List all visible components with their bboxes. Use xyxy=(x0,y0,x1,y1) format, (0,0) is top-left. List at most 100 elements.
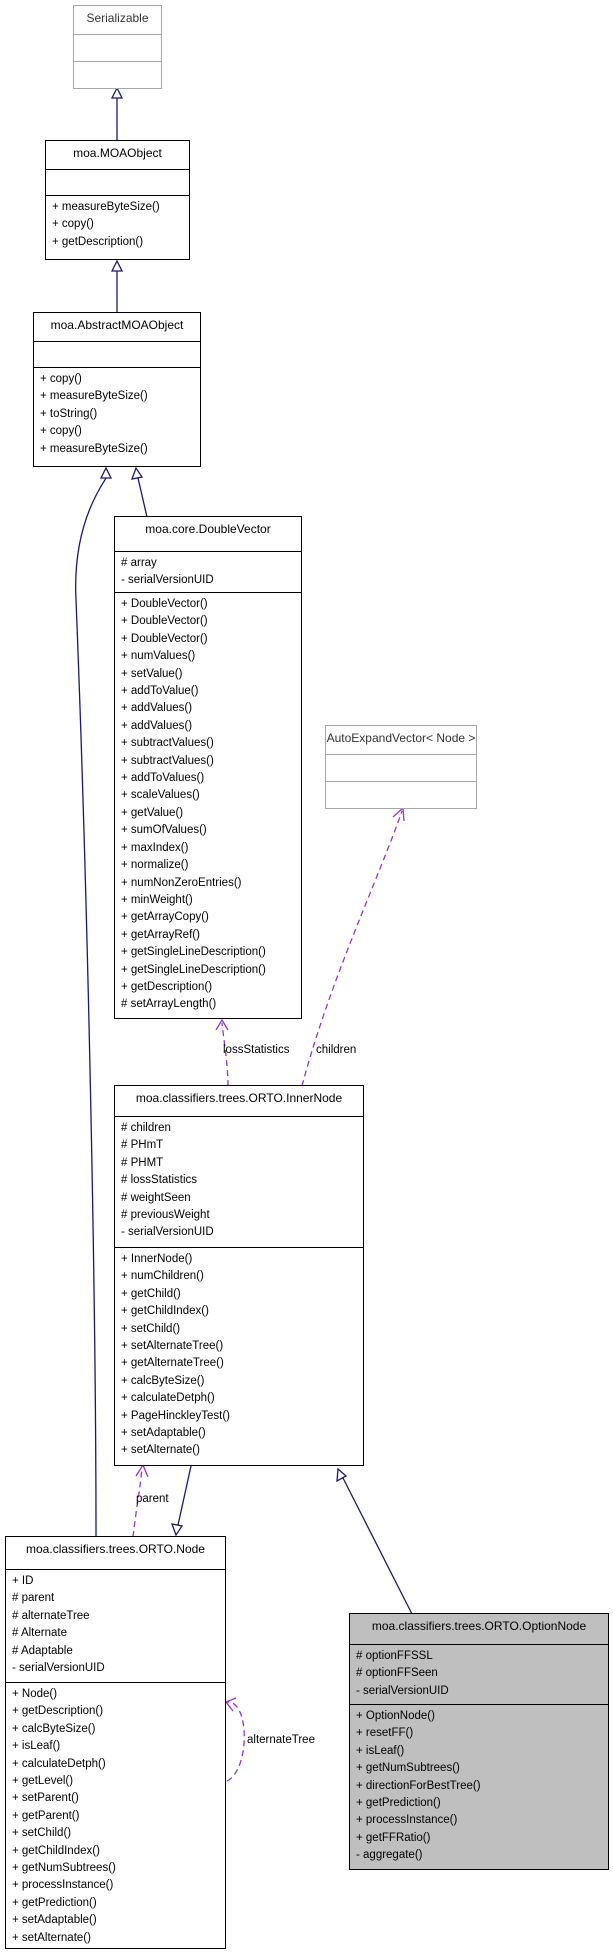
operation: + setAlternate() xyxy=(12,1931,91,1944)
class-name: moa.classifiers.trees.ORTO.InnerNode xyxy=(135,1091,343,1105)
operation: + addToValue() xyxy=(121,685,199,698)
operation: + Node() xyxy=(12,1688,58,1700)
class-attributes xyxy=(46,169,189,195)
attribute: # children xyxy=(121,1122,171,1134)
class-operations: + DoubleVector() + DoubleVector() + Doub… xyxy=(115,592,301,1014)
class-attributes: # optionFFSSL # optionFFSeen - serialVer… xyxy=(350,1644,608,1704)
operation: + maxIndex() xyxy=(121,841,189,854)
class-node: moa.classifiers.trees.ORTO.Node + ID # p… xyxy=(5,1536,226,1949)
operation: + setChild() xyxy=(121,1322,181,1335)
inheritance-edge-doublevector-abstract xyxy=(130,466,148,518)
operation: + setAdaptable() xyxy=(12,1914,97,1927)
class-attributes xyxy=(326,754,476,781)
operation: + measureByteSize() xyxy=(52,201,160,213)
operation: + calculateDetph() xyxy=(12,1757,106,1770)
operation: - aggregate() xyxy=(356,1849,423,1862)
operation: + getDescription() xyxy=(12,1705,104,1718)
operation: + subtractValues() xyxy=(121,754,214,767)
operation: + setChild() xyxy=(12,1827,72,1840)
operation: + resetFF() xyxy=(356,1727,414,1740)
class-attributes: + ID # parent # alternateTree # Alternat… xyxy=(6,1569,225,1682)
operation: + isLeaf() xyxy=(12,1740,61,1753)
edge-label-parent: parent xyxy=(136,1493,169,1505)
operation: + setAdaptable() xyxy=(121,1427,206,1440)
inheritance-edge-moaobject-serializable xyxy=(110,86,124,141)
operation: + copy() xyxy=(40,425,82,438)
attribute: # array xyxy=(121,557,157,569)
operation: + scaleValues() xyxy=(121,789,200,802)
attribute: # Alternate xyxy=(12,1627,67,1640)
operation: + getParent() xyxy=(12,1809,80,1822)
operation: + getChild() xyxy=(121,1287,181,1300)
attribute: # PHmT xyxy=(121,1139,164,1152)
operation: + calculateDetph() xyxy=(121,1392,215,1405)
operation: + setParent() xyxy=(12,1792,79,1805)
class-attributes: # array - serialVersionUID xyxy=(115,551,301,592)
class-operations: + OptionNode() + resetFF() + isLeaf() + … xyxy=(350,1704,608,1865)
operation: + numChildren() xyxy=(121,1270,204,1283)
operation: + setAlternateTree() xyxy=(121,1340,224,1353)
class-name: moa.core.DoubleVector xyxy=(145,522,271,536)
class-serializable: Serializable xyxy=(73,5,162,89)
operation: + copy() xyxy=(40,373,82,385)
operation: + processInstance() xyxy=(356,1814,458,1827)
operation: + sumOfValues() xyxy=(121,824,207,837)
attribute: - serialVersionUID xyxy=(356,1684,449,1697)
operation: + calcByteSize() xyxy=(121,1374,205,1387)
operation: + getLevel() xyxy=(12,1775,74,1788)
attribute: # previousWeight xyxy=(121,1209,210,1222)
attribute: # lossStatistics xyxy=(121,1174,198,1187)
operation: + setValue() xyxy=(121,667,183,680)
class-operations xyxy=(74,61,161,88)
inheritance-edge-optionnode-innernode xyxy=(336,1467,413,1615)
operation: + isLeaf() xyxy=(356,1744,405,1757)
operation: + measureByteSize() xyxy=(40,390,148,403)
class-abstract-moa-object: moa.AbstractMOAObject + copy() + measure… xyxy=(33,312,201,467)
operation: + getPrediction() xyxy=(356,1797,441,1810)
operation: + getDescription() xyxy=(52,235,144,248)
attribute: # Adaptable xyxy=(12,1644,73,1657)
operation: + addToValues() xyxy=(121,772,205,785)
edge-label-children: children xyxy=(316,1044,357,1056)
operation: + addValues() xyxy=(121,719,193,732)
attribute: # optionFFSeen xyxy=(356,1667,438,1680)
attribute: # alternateTree xyxy=(12,1609,90,1622)
operation: # setArrayLength() xyxy=(121,998,217,1011)
operation: + DoubleVector() xyxy=(121,615,208,628)
inheritance-edge-node-abstract xyxy=(75,466,113,1538)
operation: + DoubleVector() xyxy=(121,598,208,610)
class-operations: + InnerNode() + numChildren() + getChild… xyxy=(115,1247,363,1460)
class-option-node: moa.classifiers.trees.ORTO.OptionNode # … xyxy=(349,1613,609,1870)
operation: + numValues() xyxy=(121,650,196,663)
operation: + InnerNode() xyxy=(121,1253,193,1265)
operation: + toString() xyxy=(40,407,98,420)
operation: + getNumSubtrees() xyxy=(356,1762,460,1775)
class-auto-expand-vector: AutoExpandVector< Node > xyxy=(325,725,477,809)
attribute: + ID xyxy=(12,1575,34,1587)
class-name: moa.classifiers.trees.ORTO.OptionNode xyxy=(371,1619,587,1633)
attribute: - serialVersionUID xyxy=(121,574,214,587)
operation: + getValue() xyxy=(121,806,184,819)
operation: + calcByteSize() xyxy=(12,1722,96,1735)
operation: + getChildIndex() xyxy=(121,1305,209,1318)
operation: + DoubleVector() xyxy=(121,632,208,645)
class-operations: + measureByteSize() + copy() + getDescri… xyxy=(46,195,189,251)
inheritance-edge-abstract-moaobject xyxy=(110,259,124,313)
operation: + getChildIndex() xyxy=(12,1844,100,1857)
operation: + getFFRatio() xyxy=(356,1831,431,1844)
class-attributes xyxy=(34,341,200,367)
class-double-vector: moa.core.DoubleVector # array - serialVe… xyxy=(114,516,302,1019)
class-name: AutoExpandVector< Node > xyxy=(326,731,476,745)
operation: + getPrediction() xyxy=(12,1896,97,1909)
operation: + OptionNode() xyxy=(356,1710,435,1722)
class-moa-object: moa.MOAObject + measureByteSize() + copy… xyxy=(45,140,190,260)
attribute: - serialVersionUID xyxy=(121,1226,214,1239)
class-attributes: # children # PHmT # PHMT # lossStatistic… xyxy=(115,1116,363,1247)
operation: + numNonZeroEntries() xyxy=(121,876,242,889)
class-operations: + Node() + getDescription() + calcByteSi… xyxy=(6,1682,225,1947)
operation: + getAlternateTree() xyxy=(121,1357,224,1370)
operation: + normalize() xyxy=(121,859,189,872)
edge-label-loss-statistics: lossStatistics xyxy=(223,1044,290,1056)
attribute: # parent xyxy=(12,1592,55,1605)
